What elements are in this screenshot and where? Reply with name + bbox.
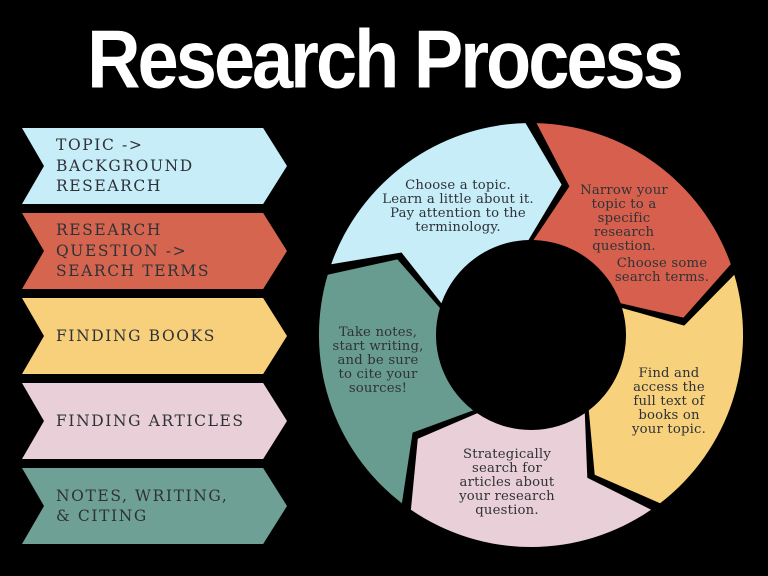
sidebar-item-question-terms: RESEARCH QUESTION -> SEARCH TERMS [22,213,287,289]
wheel-segment-topic [331,123,562,304]
sidebar-item-label: FINDING BOOKS [56,326,216,345]
wheel-segment-books [588,274,744,504]
sidebar-item-finding-articles: FINDING ARTICLES [22,383,287,459]
wheel-segment-notes [318,259,474,504]
wheel-segment-articles [410,413,652,548]
wheel-step-question-text: Narrow your topic to a specific research… [580,183,668,254]
wheel-step-topic-text: Choose a topic. Learn a little about it.… [382,178,534,235]
wheel-step-notes-text: Take notes, start writing, and be sure t… [332,325,424,396]
legend-sidebar: TOPIC -> BACKGROUND RESEARCH RESEARCH QU… [22,128,287,553]
wheel-step-question-text-2: Choose some search terms. [614,256,710,285]
sidebar-item-label: NOTES, WRITING, & CITING [56,486,229,525]
sidebar-item-label: FINDING ARTICLES [56,411,245,430]
sidebar-item-topic-background: TOPIC -> BACKGROUND RESEARCH [22,128,287,204]
wheel-step-articles-text: Strategically search for articles about … [459,447,555,518]
wheel-step-books-text: Find and access the full text of books o… [631,366,707,437]
page-title: Research Process [87,12,684,106]
sidebar-item-label: RESEARCH QUESTION -> SEARCH TERMS [56,221,211,281]
wheel-segment-question [533,123,731,318]
sidebar-item-notes-citing: NOTES, WRITING, & CITING [22,468,287,544]
sidebar-item-label: TOPIC -> BACKGROUND RESEARCH [56,136,194,196]
sidebar-item-finding-books: FINDING BOOKS [22,298,287,374]
